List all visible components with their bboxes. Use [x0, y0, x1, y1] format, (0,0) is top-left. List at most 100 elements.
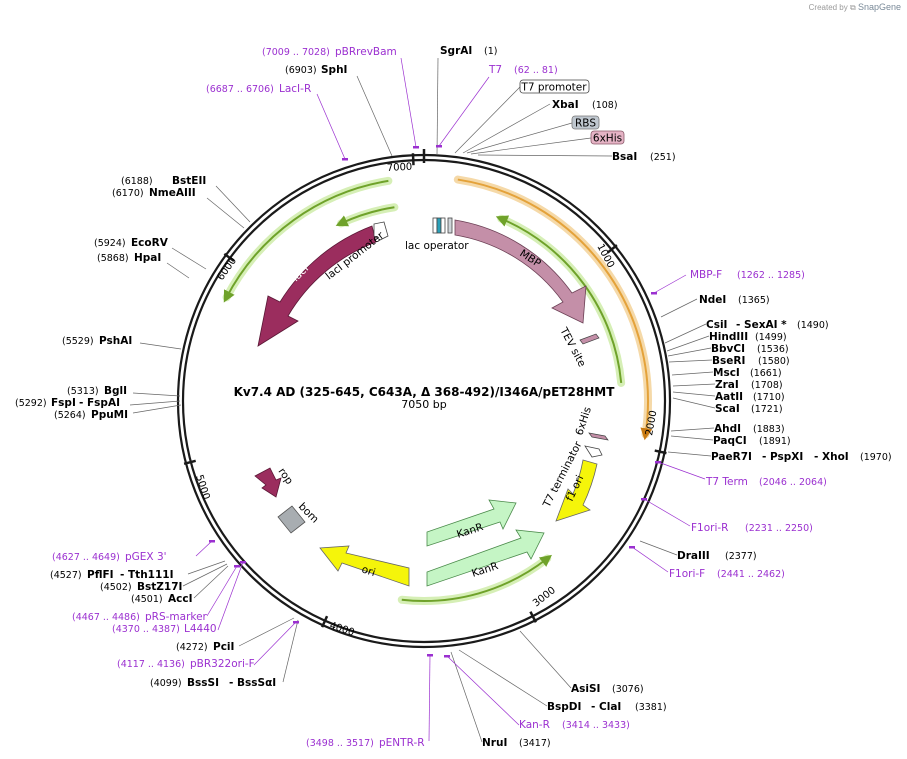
- enzyme-name: BsaI: [612, 151, 637, 163]
- enzyme-lead-line: [132, 404, 182, 414]
- tick-mark: [606, 244, 618, 254]
- his2-label: 6xHis: [573, 405, 593, 436]
- primer-mark: [444, 655, 450, 658]
- tev-site-glyph: [579, 333, 600, 345]
- primer-name: Kan-R: [519, 719, 550, 731]
- enzyme-position: (2377): [725, 551, 757, 562]
- enzyme-position: (251): [650, 152, 676, 163]
- enzyme-lead-line: [664, 323, 707, 344]
- green-arc-kanr: [401, 554, 552, 602]
- enzyme-name: BstZ17I: [137, 581, 182, 593]
- primer-name: LacI-R: [279, 83, 311, 95]
- primer-name: L4440: [184, 623, 217, 635]
- enzyme-lead-line: [182, 563, 228, 587]
- enzyme-lead-line: [356, 75, 393, 157]
- t7-promoter-box: T7 promoter: [519, 79, 590, 94]
- green-arc-laci-inner-glow: [337, 203, 399, 228]
- enzyme-name: PflFI: [87, 569, 114, 581]
- feature-arcs: [222, 175, 653, 605]
- t7-terminator-glyph: [584, 445, 603, 458]
- primer-range: (7009 .. 7028): [262, 47, 330, 58]
- enzyme-lead-line: [193, 565, 229, 599]
- enzyme-position: (1499): [755, 332, 787, 343]
- ori-arrow: [319, 545, 410, 587]
- lac-operator-glyph: [432, 217, 453, 234]
- mbp-arrow: [454, 219, 587, 324]
- enzyme-lead-line: [129, 400, 181, 406]
- enzyme-position: (6188): [121, 176, 153, 187]
- enzyme-position: (5924): [94, 238, 126, 249]
- tick-mark: [654, 449, 667, 455]
- enzyme-name: BspDI: [547, 701, 581, 713]
- his-box: 6xHis: [590, 130, 625, 145]
- tick-label: 4000: [328, 620, 356, 638]
- primer-mark: [651, 292, 657, 295]
- primer-lead-line: [653, 274, 687, 294]
- site-labels: SgrAI(1)XbaI(108)BsaI(251)NdeI(1365)CsiI…: [15, 45, 892, 749]
- primer-name: pGEX 3': [125, 551, 167, 563]
- enzyme-name: - Tth111I: [120, 569, 174, 581]
- tick-mark: [183, 459, 197, 466]
- enzyme-lead-line: [477, 154, 613, 157]
- primer-range: (3414 .. 3433): [562, 720, 630, 731]
- enzyme-name: - ClaI: [591, 701, 621, 713]
- primer-mark: [427, 654, 433, 657]
- enzyme-lead-line: [171, 247, 207, 270]
- box-lead-line: [466, 122, 573, 154]
- enzyme-name: BstEII: [172, 175, 206, 187]
- rbs-box: RBS: [571, 115, 600, 130]
- enzyme-position: (3381): [635, 702, 667, 713]
- enzyme-position: (5292): [15, 398, 47, 409]
- enzyme-name: CsiI: [706, 319, 727, 331]
- tick-label: 3000: [531, 585, 558, 609]
- enzyme-lead-line: [667, 347, 712, 357]
- ori-label: ori: [360, 563, 377, 579]
- enzyme-lead-line: [215, 185, 251, 223]
- primer-lead-line: [428, 654, 431, 742]
- enzyme-position: (1970): [860, 452, 892, 463]
- enzyme-lead-line: [671, 371, 714, 376]
- green-arc-laci-inner: [335, 206, 395, 227]
- rop-arrow: [254, 467, 282, 498]
- primer-range: (4627 .. 4649): [52, 552, 120, 563]
- enzyme-position: (6170): [112, 188, 144, 199]
- enzyme-lead-line: [670, 427, 715, 432]
- enzyme-name: - PspXI: [762, 451, 803, 463]
- credit-brand: SnapGene: [857, 2, 901, 12]
- primer-mark: [413, 146, 419, 149]
- primer-mark: [655, 461, 661, 464]
- enzyme-name: FspI: [51, 397, 76, 409]
- primer-range: (1262 .. 1285): [737, 270, 805, 281]
- primer-range: (2046 .. 2064): [759, 477, 827, 488]
- f1-ori-arrow: [555, 459, 598, 522]
- primer-name: F1ori-R: [691, 522, 728, 534]
- enzyme-name: SgrAI: [440, 45, 472, 57]
- his2-glyph: [588, 432, 609, 441]
- tick-mark: [411, 153, 415, 166]
- primer-range: (3498 .. 3517): [306, 738, 374, 749]
- enzyme-lead-line: [139, 342, 182, 350]
- enzyme-position: (4501): [131, 594, 163, 605]
- primer-lead-line: [657, 461, 706, 480]
- enzyme-lead-line: [206, 197, 245, 229]
- primer-mark: [342, 158, 348, 161]
- enzyme-name: - BssSαI: [229, 677, 276, 689]
- enzyme-position: (4099): [150, 678, 182, 689]
- enzyme-lead-line: [436, 57, 439, 156]
- tick-group: [183, 149, 667, 628]
- primer-range: (4370 .. 4387): [112, 624, 180, 635]
- tick-label: 2000: [644, 410, 659, 437]
- tick-mark: [529, 611, 537, 623]
- tick-mark: [223, 252, 235, 263]
- enzyme-position: (4502): [100, 582, 132, 593]
- laci-arrow: [257, 225, 377, 347]
- primer-mark: [209, 540, 215, 543]
- enzyme-name: ZraI: [715, 379, 739, 391]
- orange-arc: [457, 178, 653, 441]
- enzyme-name: BglI: [104, 385, 127, 397]
- tick-label: 7000: [387, 162, 413, 174]
- his-label: 6xHis: [593, 133, 622, 145]
- enzyme-position: (1883): [753, 424, 785, 435]
- enzyme-position: (1661): [750, 368, 782, 379]
